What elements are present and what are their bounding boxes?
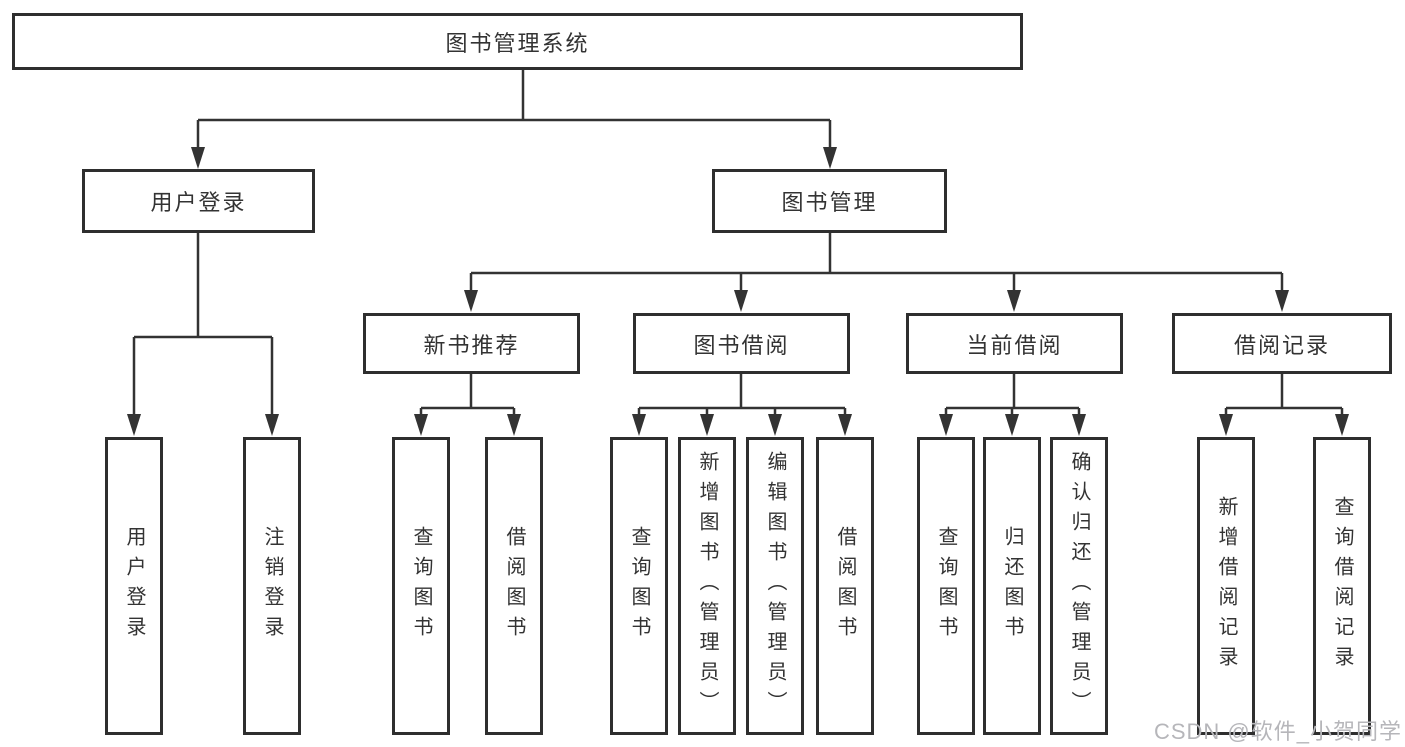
node-label: 用户登录: [150, 190, 247, 215]
leaf-label: 借阅图书: [503, 526, 525, 646]
leaf-label: 新增图书（管理员）: [696, 451, 718, 721]
node-book-management: 图书管理: [712, 169, 947, 233]
node-label: 当前借阅: [966, 332, 1063, 358]
leaf-return-book: 归还图书: [983, 437, 1041, 735]
leaf-label: 用户登录: [123, 526, 145, 646]
node-current-borrowing: 当前借阅: [906, 313, 1123, 374]
leaf-borrow-books-borrowing: 借阅图书: [816, 437, 874, 735]
connector-user-login-to-leaves: [127, 233, 279, 436]
leaf-query-books-borrowing: 查询图书: [610, 437, 668, 735]
node-library-management-system: 图书管理系统: [12, 13, 1023, 70]
node-new-book-recommend: 新书推荐: [363, 313, 580, 374]
node-user-login: 用户登录: [82, 169, 315, 233]
leaf-label: 借阅图书: [834, 526, 856, 646]
leaf-add-borrow-record: 新增借阅记录: [1197, 437, 1255, 735]
connector-borrow-records-to-leaves: [1219, 374, 1349, 436]
csdn-watermark: CSDN @软件_小贺同学: [1153, 719, 1402, 744]
node-book-borrowing: 图书借阅: [633, 313, 850, 374]
leaf-label: 查询图书: [935, 526, 957, 646]
connector-root-to-level2: [191, 70, 837, 169]
connector-new-book-recommend-to-leaves: [414, 374, 521, 436]
connector-book-borrowing-to-leaves: [632, 374, 852, 436]
leaf-label: 确认归还（管理员）: [1068, 451, 1090, 721]
leaf-add-book-admin: 新增图书（管理员）: [678, 437, 736, 735]
leaf-confirm-return-admin: 确认归还（管理员）: [1050, 437, 1108, 735]
leaf-query-books-current: 查询图书: [917, 437, 975, 735]
leaf-label: 查询图书: [628, 526, 650, 646]
leaf-label: 查询借阅记录: [1331, 496, 1353, 676]
leaf-label: 编辑图书（管理员）: [764, 451, 786, 721]
leaf-label: 归还图书: [1001, 526, 1023, 646]
node-label: 新书推荐: [423, 332, 520, 358]
node-label: 图书管理: [781, 190, 878, 215]
node-label: 图书借阅: [693, 332, 790, 358]
leaf-logout: 注销登录: [243, 437, 301, 735]
leaf-label: 查询图书: [410, 526, 432, 646]
connector-book-management-to-sections: [464, 233, 1289, 312]
leaf-query-borrow-record: 查询借阅记录: [1313, 437, 1371, 735]
node-borrow-records: 借阅记录: [1172, 313, 1392, 374]
leaf-edit-book-admin: 编辑图书（管理员）: [746, 437, 804, 735]
leaf-borrow-books-recommend: 借阅图书: [485, 437, 543, 735]
leaf-user-login: 用户登录: [105, 437, 163, 735]
node-label: 借阅记录: [1233, 332, 1330, 358]
node-label: 图书管理系统: [445, 30, 590, 56]
leaf-label: 新增借阅记录: [1215, 496, 1237, 676]
leaf-label: 注销登录: [261, 526, 283, 646]
leaf-query-books-recommend: 查询图书: [392, 437, 450, 735]
connector-current-borrowing-to-leaves: [939, 374, 1086, 436]
